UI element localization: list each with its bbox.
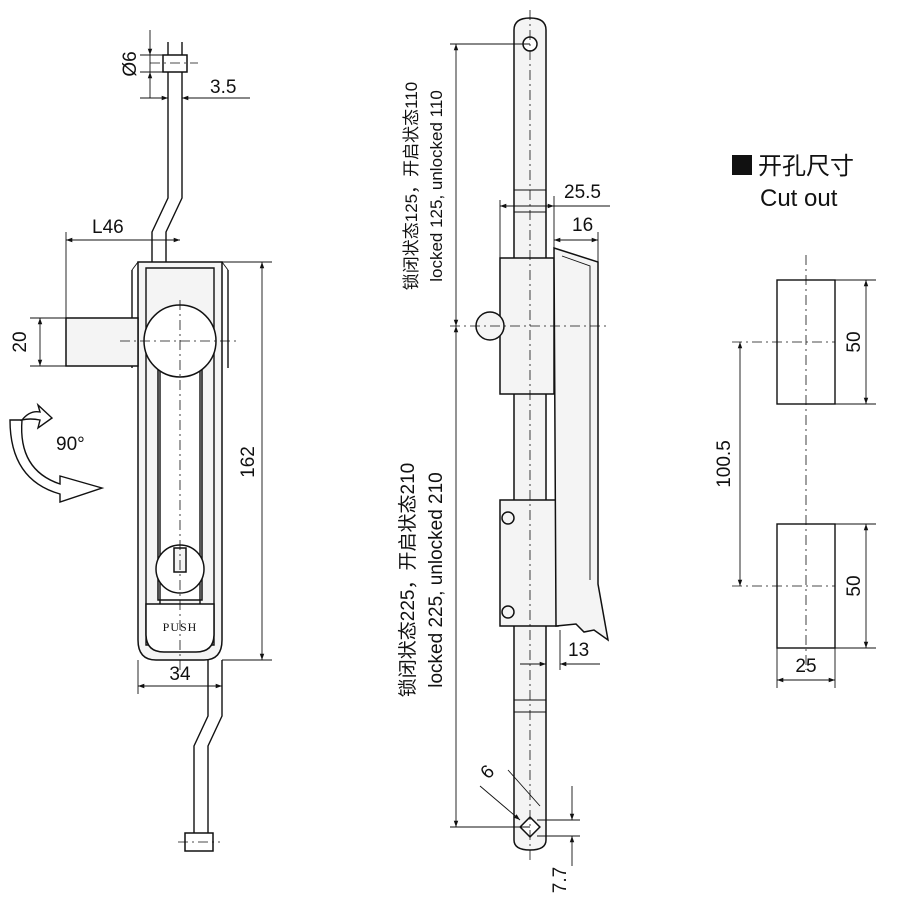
side-rod-width-label: 25.5 (564, 182, 601, 203)
front-top-hole-tab (162, 54, 188, 73)
cutout-width-label: 25 (795, 656, 816, 677)
rotation-arrow (9, 419, 105, 503)
cutout-title-en: Cut out (760, 185, 838, 212)
side-top-dim-en: locked 125, unlocked 110 (427, 90, 446, 282)
side-end-label: 7.7 (550, 867, 571, 893)
front-handle-width-label: 20 (10, 331, 31, 352)
cutout-title-square (732, 155, 752, 175)
cutout-spacing-label: 100.5 (714, 440, 735, 488)
side-view: 锁闭状态125，开启状态110 locked 125, unlocked 110… (397, 10, 610, 893)
front-top-rod (151, 42, 183, 262)
front-thickness-label: 3.5 (210, 77, 236, 98)
side-handle-depth-label: 16 (572, 215, 593, 236)
side-top-dim-cn: 锁闭状态125，开启状态110 (402, 82, 421, 290)
front-offset-label: L46 (92, 217, 124, 238)
front-side-bar (65, 317, 139, 367)
side-handle (553, 246, 610, 642)
front-view: Ø6 3.5 PUSH L46 (9, 30, 272, 852)
front-height-label: 162 (238, 446, 259, 478)
push-button-label: PUSH (163, 620, 198, 634)
cutout-title-cn: 开孔尺寸 (758, 153, 854, 180)
cutout-height-top-label: 50 (844, 331, 865, 352)
cutout-height-bottom-label: 50 (844, 575, 865, 596)
side-bottom-dim-cn: 锁闭状态225，开启状态210 (397, 463, 419, 697)
side-base-depth-label: 13 (568, 640, 589, 661)
side-hole-label: 6 (477, 761, 499, 783)
front-width-label: 34 (169, 664, 191, 685)
side-bottom-dim-en: locked 225, unlocked 210 (426, 472, 447, 688)
rotation-label: 90° (56, 434, 85, 455)
front-diameter-label: Ø6 (120, 51, 141, 76)
front-bottom-rod (193, 660, 223, 850)
cutout-view: 开孔尺寸 Cut out 100.5 50 50 25 (714, 153, 876, 688)
